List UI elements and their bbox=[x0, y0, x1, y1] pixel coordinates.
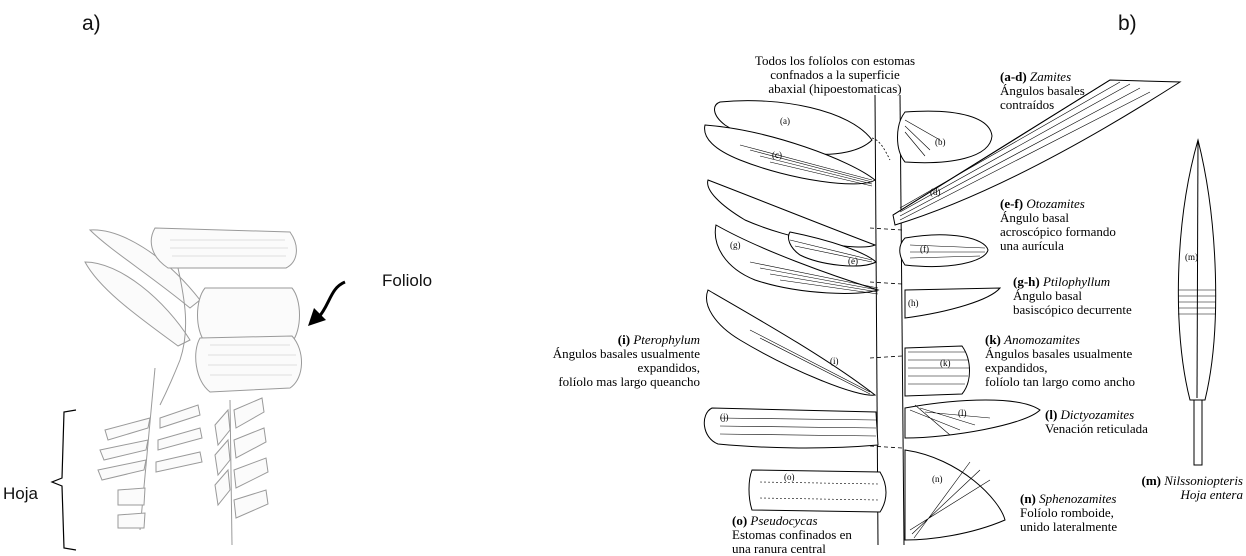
svg-text:(o): (o) bbox=[784, 472, 795, 482]
svg-text:(e): (e) bbox=[848, 256, 858, 266]
svg-text:(l): (l) bbox=[958, 408, 967, 418]
ptilophyllum-note: (g-h) Ptilophyllum Ángulo basal basiscóp… bbox=[1013, 275, 1213, 317]
pseudocycas-note: (o) Pseudocycas Estomas confinados en un… bbox=[732, 514, 912, 556]
dictyozamites-note: (l) Dictyozamites Venación reticulada bbox=[1045, 408, 1205, 436]
svg-text:(j): (j) bbox=[720, 412, 729, 422]
svg-text:(f): (f) bbox=[920, 244, 929, 254]
top-note: Todos los folíolos con estomas confnados… bbox=[720, 54, 950, 96]
nilssoniopteris-note: (m) Nilssoniopteris Hoja entera bbox=[1085, 474, 1243, 502]
svg-text:(k): (k) bbox=[940, 358, 951, 368]
svg-text:(b): (b) bbox=[935, 137, 946, 147]
svg-text:(a): (a) bbox=[780, 116, 790, 126]
pterophylum-note: (i) Pterophylum Ángulos basales usualmen… bbox=[520, 333, 700, 389]
svg-text:(d): (d) bbox=[930, 187, 941, 197]
otozamites-note: (e-f) Otozamites Ángulo basal acroscópic… bbox=[1000, 197, 1200, 253]
anomozamites-note: (k) Anomozamites Ángulos basales usualme… bbox=[985, 333, 1195, 389]
svg-text:(n): (n) bbox=[932, 474, 943, 484]
svg-text:(c): (c) bbox=[772, 150, 782, 160]
svg-text:(h): (h) bbox=[908, 298, 919, 308]
svg-text:(m): (m) bbox=[1185, 252, 1198, 262]
zamites-note: (a-d) Zamites Ángulos basales contraídos bbox=[1000, 70, 1180, 112]
svg-text:(i): (i) bbox=[830, 356, 839, 366]
svg-text:(g): (g) bbox=[730, 240, 741, 250]
